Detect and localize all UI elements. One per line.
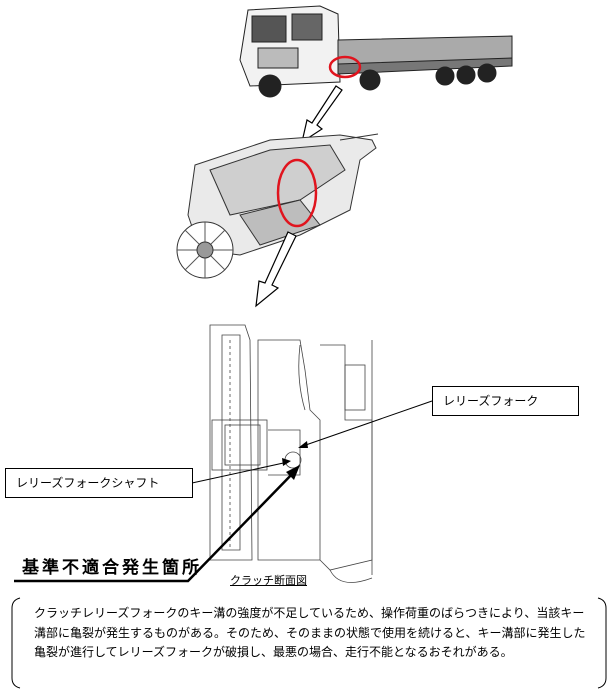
release-fork-shaft-label: レリーズフォークシャフト [5, 468, 193, 498]
description-box: クラッチレリーズフォークのキー溝の強度が不足しているため、操作荷重のばらつきによ… [12, 598, 606, 688]
leader-release-fork [299, 400, 433, 448]
engine-illustration [176, 133, 379, 279]
release-fork-label: レリーズフォーク [432, 386, 579, 416]
figure-caption: クラッチ断面図 [230, 574, 307, 587]
clutch-cross-section [209, 324, 373, 583]
defect-location-label: 基準不適合発生箇所 [22, 558, 202, 578]
leader-release-fork-shaft [191, 461, 289, 484]
truck-illustration [239, 5, 513, 98]
highlight-circle-engine [276, 158, 318, 228]
hollow-arrow-2 [255, 231, 297, 308]
description-bracket-left [11, 597, 21, 689]
description-text: クラッチレリーズフォークのキー溝の強度が不足しているため、操作荷重のばらつきによ… [34, 606, 586, 659]
hollow-arrow-1 [301, 85, 343, 144]
highlight-circle-truck [328, 55, 362, 79]
defect-pointer-line [14, 469, 297, 583]
description-bracket-right [597, 597, 607, 689]
